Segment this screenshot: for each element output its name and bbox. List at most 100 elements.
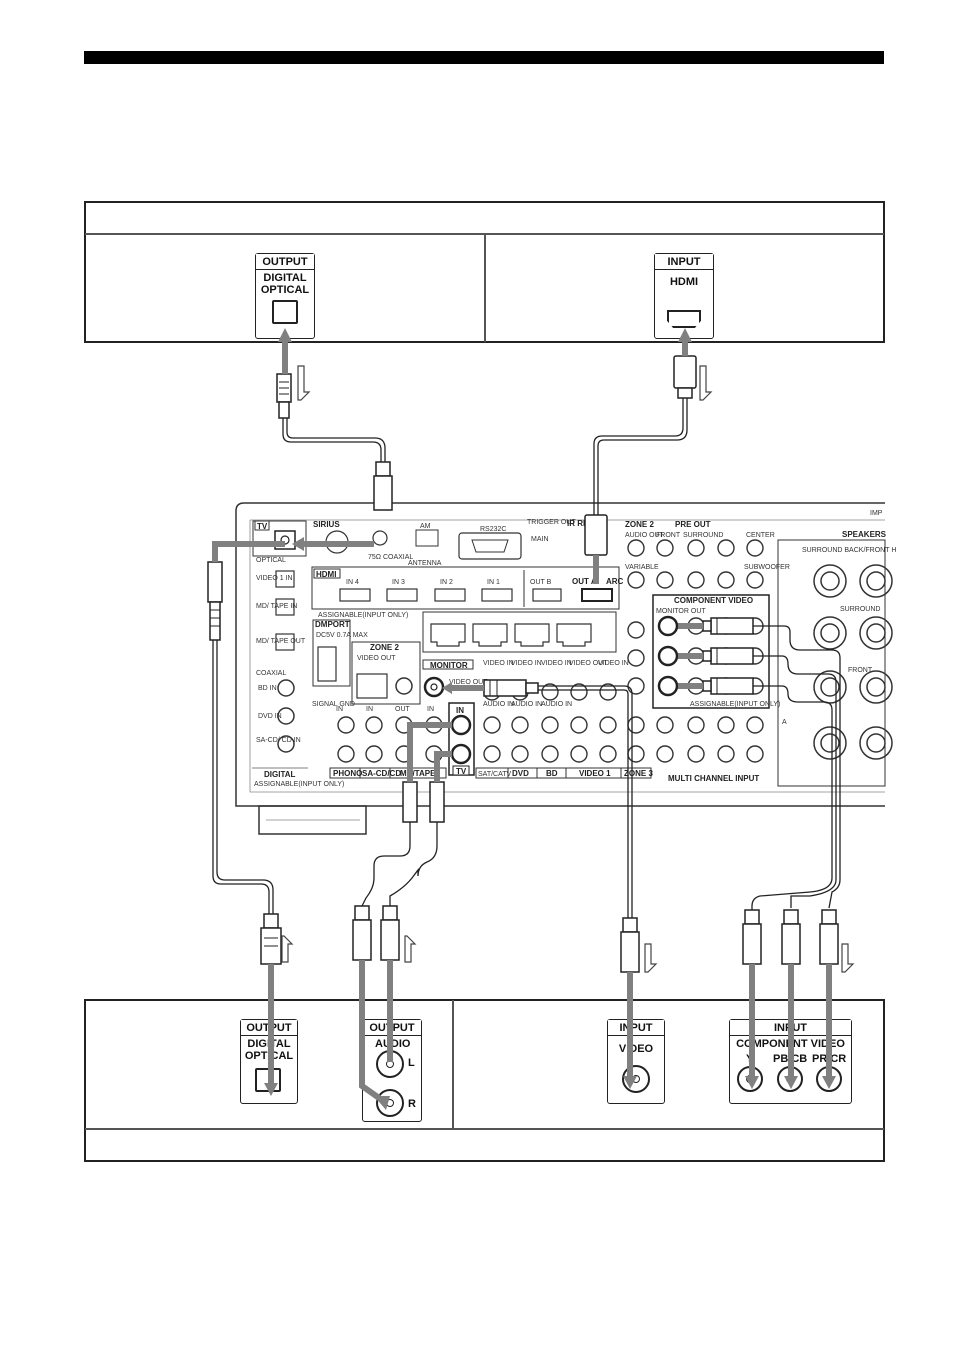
top-hdmi-port[interactable] [667, 310, 701, 328]
rear-comp-out-y[interactable] [657, 615, 679, 637]
rear-am-label: AM [420, 523, 431, 530]
rear-spk-a: A [782, 719, 787, 726]
rear-imp-label: IMP [870, 510, 883, 517]
rear-tv-audio-in-l[interactable] [450, 714, 472, 736]
top-frame-header-line [85, 233, 884, 235]
rear-sirius-label: SIRIUS [313, 520, 340, 529]
rear-pre-front: FRONT [656, 532, 681, 539]
rear-bd-audio-in: AUDIO IN [541, 701, 572, 708]
rear-md-in: IN [427, 706, 434, 713]
rear-spk-surround: SURROUND [840, 606, 880, 613]
rear-fm-coaxial[interactable] [372, 530, 388, 546]
rear-comp-out-pr[interactable] [657, 675, 679, 697]
rear-hdmi-in1: IN 1 [487, 579, 500, 586]
bottom-frame-footer-line [85, 1128, 884, 1130]
rear-sacd-in: IN [366, 706, 373, 713]
arrow-heads [264, 328, 836, 1110]
rear-bd-video-in: VIDEO IN [541, 660, 572, 667]
rear-md-out: OUT [395, 706, 411, 713]
rear-component-video-label: COMPONENT VIDEO [674, 596, 753, 605]
top-input-heading: INPUT [655, 254, 713, 270]
bottom-frame-divider [452, 1000, 454, 1128]
rear-rs232c-port[interactable] [458, 532, 522, 560]
rear-tv-audio-in-r[interactable] [450, 743, 472, 765]
rear-phono-label: PHONO [333, 769, 362, 778]
rear-optical-label: OPTICAL [256, 557, 286, 564]
rear-hdmi-in2: IN 2 [440, 579, 453, 586]
rear-dmport-label: DMPORT [315, 620, 350, 629]
rear-v1-video-out: VIDEO OUT [569, 660, 608, 667]
rear-dvd-label: DVD [512, 769, 529, 778]
rear-pre-center: CENTER [746, 532, 775, 539]
rear-zone3-label: ZONE 3 [624, 769, 653, 778]
cable-lines [212, 397, 841, 918]
top-frame-divider [484, 234, 486, 342]
top-output-heading: OUTPUT [256, 254, 314, 270]
rear-coaxial-antenna-label: 75Ω COAXIAL [368, 554, 413, 561]
plug-ribbing [210, 381, 718, 947]
rear-dvd-video-in: VIDEO IN [511, 660, 542, 667]
top-hdmi-text: HDMI [669, 276, 699, 288]
bottom-audio-l-label: L [408, 1057, 415, 1069]
rear-dvd-audio-in: AUDIO IN [511, 701, 542, 708]
rear-trigger-out-label: TRIGGER OUT [527, 519, 576, 526]
rear-hdmi-assignable: ASSIGNABLE(INPUT ONLY) [318, 612, 408, 619]
rear-ir-label: IR RE [567, 519, 589, 528]
rear-tv-audio-in-label: IN [456, 706, 464, 715]
rear-sat-label: SAT/CATV [478, 771, 512, 778]
rear-digital-label: DIGITAL [264, 770, 296, 779]
rear-digital-assignable: ASSIGNABLE(INPUT ONLY) [254, 781, 344, 788]
rear-dmport-spec: DC5V 0.7A MAX [316, 632, 368, 639]
bottom-audio-r-label: R [408, 1098, 416, 1110]
rear-hdmi-label: HDMI [316, 570, 336, 579]
receiver-chassis [235, 502, 885, 807]
rear-sbfh-label: SURROUND BACK/FRONT H [802, 547, 896, 554]
rear-zone2-label: ZONE 2 [370, 643, 399, 652]
rear-bd-label: BD [546, 769, 558, 778]
rear-signal-gnd: SIGNAL GND [312, 701, 355, 708]
rear-pre-subwoofer: SUBWOOFER [744, 564, 790, 571]
top-optical-text: DIGITAL OPTICAL [260, 272, 310, 296]
rear-spk-front: FRONT [848, 667, 873, 674]
rear-comp-out-pb[interactable] [657, 645, 679, 667]
receiver-foot [258, 805, 367, 835]
rear-variable-label: VARIABLE [625, 564, 659, 571]
rear-rs232c-label: RS232C [480, 526, 506, 533]
rear-monitor-video-out[interactable] [423, 676, 445, 698]
rear-monitor-label: MONITOR [430, 661, 468, 670]
rear-zone2-preout-label: ZONE 2 [625, 520, 654, 529]
rear-md-tape-in-label: MD/ TAPE IN [256, 603, 297, 610]
rear-sat-video-in: VIDEO IN [483, 660, 514, 667]
rear-hdmi-out-a-port[interactable] [581, 588, 613, 602]
rear-mdtape-label: MD/TAPE [400, 769, 436, 778]
rear-hdmi-outa: OUT A [572, 577, 597, 586]
rear-tv-source-label: TV [456, 767, 467, 776]
rear-hdmi-arc: ARC [606, 577, 624, 586]
rear-speakers-label: SPEAKERS [842, 530, 887, 539]
rear-tv-tag: TV [257, 522, 268, 531]
rear-video1-label: VIDEO 1 [579, 769, 611, 778]
rear-trigger-main: MAIN [531, 536, 549, 543]
rear-v1-video-in: VIDEO IN [598, 660, 629, 667]
rear-sat-audio-in: AUDIO IN [483, 701, 514, 708]
rear-pre-surround: SURROUND [683, 532, 723, 539]
top-optical-port[interactable] [272, 300, 298, 324]
title-rule [84, 51, 884, 64]
rear-multi-channel-label: MULTI CHANNEL INPUT [668, 774, 759, 783]
rear-antenna-label: ANTENNA [408, 560, 442, 567]
rear-dvd-in-label: DVD IN [258, 713, 282, 720]
rear-comp-monitor-out: MONITOR OUT [656, 608, 706, 615]
rear-audio-out-label: AUDIO OUT [625, 532, 665, 539]
connection-arrows [212, 340, 832, 1103]
rear-md-tape-out-label: MD/ TAPE OUT [256, 638, 306, 645]
rear-zone2-video-out: VIDEO OUT [357, 655, 396, 662]
rear-hdmi-in3: IN 3 [392, 579, 405, 586]
rear-sacd-label: SA-CD/CD [362, 769, 401, 778]
signal-direction-arrows [281, 365, 855, 973]
rear-comp-assignable: ASSIGNABLE(INPUT ONLY) [690, 701, 780, 708]
rear-phono-in: IN [336, 706, 343, 713]
top-optical-output-label: OUTPUT DIGITAL OPTICAL [255, 253, 315, 339]
rear-monitor-video-out-label: VIDEO OUT [449, 679, 488, 686]
rear-coaxial-label: COAXIAL [256, 670, 286, 677]
